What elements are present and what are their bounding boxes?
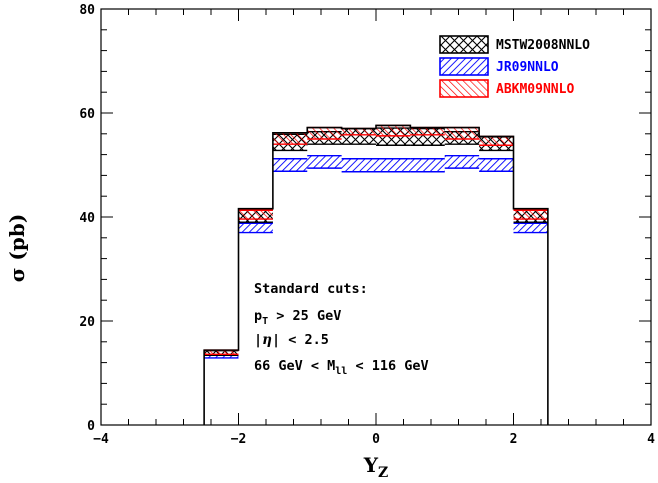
band-jr09nnlo-bin-1 <box>238 223 273 233</box>
annotation-line-2: pT > 25 GeV <box>254 308 341 327</box>
series-jr09nnlo <box>204 154 548 359</box>
band-jr09nnlo-bin-8 <box>479 158 514 172</box>
uncertainty-bands <box>203 124 549 425</box>
band-abkm09nnlo-bin-1 <box>238 210 273 220</box>
x-axis-title: YZ <box>363 453 389 481</box>
annotation: Standard cuts: pT > 25 GeV |η| < 2.5 66 … <box>254 281 429 377</box>
x-tick-label: 4 <box>647 432 655 447</box>
annotation-line-3: |η| < 2.5 <box>254 332 329 348</box>
band-jr09nnlo-bin-4 <box>341 158 376 172</box>
legend-swatch-abkm09nnlo <box>439 79 489 98</box>
band-abkm09nnlo-bin-3 <box>307 127 342 139</box>
band-abkm09nnlo-bin-8 <box>479 136 514 146</box>
band-abkm09nnlo-bin-2 <box>272 132 308 145</box>
x-tick-label: −4 <box>93 432 109 447</box>
x-tick-label: 2 <box>510 432 518 447</box>
band-jr09nnlo-bin-7 <box>444 155 480 169</box>
y-tick-label: 0 <box>87 419 95 434</box>
band-abkm09nnlo-bin-0 <box>204 350 239 355</box>
legend-swatch-jr09nnlo <box>439 57 489 76</box>
legend-swatch-mstw2008nnlo <box>439 35 489 54</box>
annotation-line-4: 66 GeV < Mll < 116 GeV <box>254 358 429 377</box>
axis-ticks <box>100 8 652 426</box>
y-tick-label: 40 <box>79 211 95 226</box>
annotation-line-1: Standard cuts: <box>254 281 368 297</box>
band-abkm09nnlo-bin-5 <box>376 125 411 136</box>
y-tick-label: 20 <box>79 315 95 330</box>
y-axis-title: σ (pb) <box>5 214 29 283</box>
band-jr09nnlo-bin-2 <box>272 158 308 172</box>
legend-label-jr09nnlo: JR09NNLO <box>496 60 559 75</box>
legend: MSTW2008NNLO JR09NNLO ABKM09NNLO <box>439 35 590 98</box>
band-jr09nnlo-bin-3 <box>307 155 342 169</box>
band-abkm09nnlo-bin-4 <box>341 128 376 135</box>
band-jr09nnlo-bin-6 <box>410 158 445 172</box>
band-jr09nnlo-bin-0 <box>204 354 239 358</box>
band-jr09nnlo-bin-9 <box>513 223 548 233</box>
band-abkm09nnlo-bin-7 <box>444 127 480 139</box>
legend-label-mstw2008nnlo: MSTW2008NNLO <box>496 38 590 53</box>
histogram-outline <box>203 124 549 425</box>
band-abkm09nnlo-bin-9 <box>513 210 548 220</box>
y-tick-label: 80 <box>79 3 95 18</box>
x-tick-label: 0 <box>372 432 380 447</box>
x-tick-label: −2 <box>231 432 247 447</box>
legend-label-abkm09nnlo: ABKM09NNLO <box>496 82 574 97</box>
band-jr09nnlo-bin-5 <box>376 158 411 172</box>
y-tick-label: 60 <box>79 107 95 122</box>
band-abkm09nnlo-bin-6 <box>410 127 445 135</box>
